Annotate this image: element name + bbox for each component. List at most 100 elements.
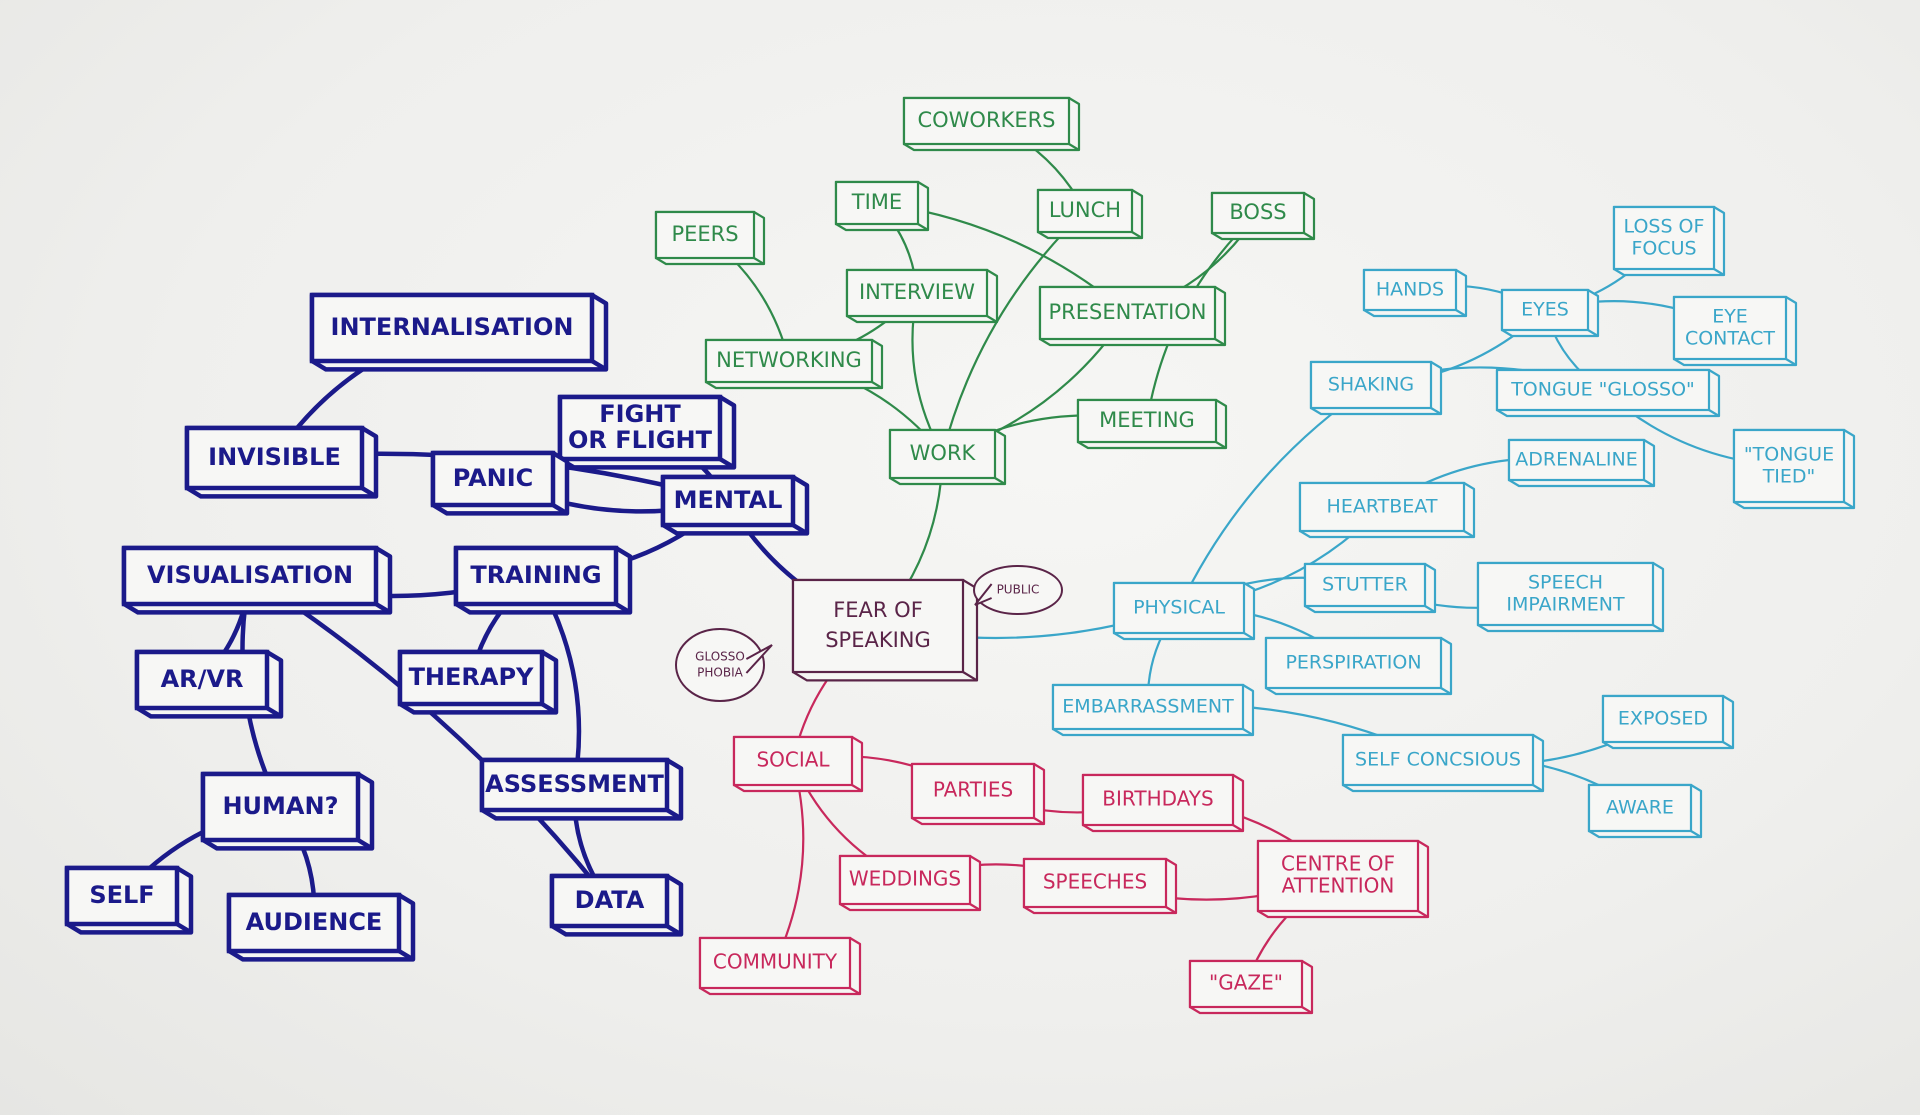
node-aware: AWARE <box>1587 783 1703 839</box>
node-time-label: TIME <box>851 190 902 214</box>
node-speech-impairment-label: IMPAIRMENT <box>1506 594 1625 616</box>
node-human-label: HUMAN? <box>222 792 338 820</box>
node-gaze-label: "GAZE" <box>1209 971 1283 995</box>
node-data: DATA <box>549 873 684 937</box>
node-visualisation-label: VISUALISATION <box>147 561 353 589</box>
node-adrenaline-label: ADRENALINE <box>1515 449 1637 471</box>
node-assessment-label: ASSESSMENT <box>485 770 664 798</box>
bubble-public-label: PUBLIC <box>997 583 1040 597</box>
node-internalisation: INTERNALISATION <box>309 292 609 372</box>
node-speeches-label: SPEECHES <box>1043 870 1147 894</box>
node-boss: BOSS <box>1210 191 1316 241</box>
node-training-label: TRAINING <box>470 561 601 589</box>
node-centre-of-attention-label: CENTRE OF <box>1281 852 1395 876</box>
node-presentation-label: PRESENTATION <box>1048 300 1206 324</box>
node-center-label: SPEAKING <box>825 628 931 652</box>
node-eye-contact-label: CONTACT <box>1685 328 1775 350</box>
node-lunch: LUNCH <box>1036 188 1144 240</box>
node-coworkers: COWORKERS <box>902 96 1081 152</box>
node-shaking-label: SHAKING <box>1328 374 1414 396</box>
node-panic: PANIC <box>430 450 570 516</box>
node-work: WORK <box>888 428 1007 486</box>
node-peers-label: PEERS <box>671 222 738 246</box>
node-invisible: INVISIBLE <box>184 425 379 499</box>
node-stutter-label: STUTTER <box>1322 574 1408 596</box>
node-speeches: SPEECHES <box>1022 857 1178 915</box>
node-stutter: STUTTER <box>1303 562 1437 614</box>
node-boss-label: BOSS <box>1229 200 1286 224</box>
node-embarrassment: EMBARRASSMENT <box>1051 683 1255 737</box>
node-perspiration-label: PERSPIRATION <box>1285 652 1421 674</box>
node-exposed: EXPOSED <box>1601 694 1735 750</box>
node-self-conscious-label: SELF CONCSIOUS <box>1355 749 1521 771</box>
node-internalisation-label: INTERNALISATION <box>331 313 574 341</box>
node-weddings: WEDDINGS <box>838 854 982 912</box>
node-eye-contact-label: EYE <box>1712 306 1748 328</box>
node-tongue-tied-label: "TONGUE <box>1744 444 1834 466</box>
node-panic-label: PANIC <box>453 464 534 492</box>
node-loss-of-focus-label: LOSS OF <box>1624 216 1705 238</box>
node-eyes: EYES <box>1500 288 1600 338</box>
node-therapy: THERAPY <box>397 649 559 715</box>
node-community: COMMUNITY <box>698 936 862 996</box>
node-human: HUMAN? <box>200 771 375 851</box>
node-weddings-label: WEDDINGS <box>849 867 961 891</box>
node-physical-label: PHYSICAL <box>1133 597 1225 619</box>
mind-map-nodes: FEAR OF SPEAKING INTERNALISATION INVISIBLE F… <box>64 96 1856 1015</box>
node-interview-label: INTERVIEW <box>859 280 975 304</box>
node-center-label: FEAR OF <box>833 598 923 622</box>
node-perspiration: PERSPIRATION <box>1264 636 1453 696</box>
bubble-public: PUBLIC <box>973 565 1063 615</box>
node-fight-or-flight-label: OR FLIGHT <box>568 426 713 454</box>
node-gaze: "GAZE" <box>1188 959 1314 1015</box>
node-tongue-glosso-label: TONGUE "GLOSSO" <box>1510 379 1695 401</box>
node-tongue-glosso: TONGUE "GLOSSO" <box>1495 368 1721 418</box>
bubble-glossophobia-label: PHOBIA <box>697 666 743 680</box>
node-shaking: SHAKING <box>1309 360 1443 416</box>
node-coworkers-label: COWORKERS <box>917 108 1055 132</box>
node-training: TRAINING <box>453 545 633 615</box>
node-ar-vr-label: AR/VR <box>161 665 244 693</box>
node-community-label: COMMUNITY <box>713 950 838 974</box>
node-audience-label: AUDIENCE <box>246 908 383 936</box>
node-peers: PEERS <box>654 210 766 266</box>
node-interview: INTERVIEW <box>845 268 999 324</box>
node-networking-label: NETWORKING <box>716 348 862 372</box>
node-self-conscious: SELF CONCSIOUS <box>1341 733 1545 793</box>
node-self-label: SELF <box>89 881 154 909</box>
node-networking: NETWORKING <box>704 338 884 390</box>
node-birthdays-label: BIRTHDAYS <box>1102 787 1213 811</box>
node-parties-label: PARTIES <box>933 778 1013 802</box>
node-embarrassment-label: EMBARRASSMENT <box>1062 696 1234 718</box>
node-fight-or-flight-label: FIGHT <box>599 400 681 428</box>
node-centre-of-attention-label: ATTENTION <box>1282 874 1395 898</box>
node-data-label: DATA <box>575 886 645 914</box>
node-parties: PARTIES <box>910 762 1046 826</box>
node-lunch-label: LUNCH <box>1049 198 1121 222</box>
node-hands: HANDS <box>1362 268 1468 318</box>
node-ar-vr: AR/VR <box>134 649 284 719</box>
node-social: SOCIAL <box>732 735 864 793</box>
node-meeting: MEETING <box>1076 398 1228 450</box>
node-heartbeat: HEARTBEAT <box>1298 481 1476 539</box>
node-eyes-label: EYES <box>1521 299 1569 321</box>
node-birthdays: BIRTHDAYS <box>1081 773 1245 833</box>
node-presentation: PRESENTATION <box>1038 285 1227 347</box>
node-meeting-label: MEETING <box>1099 408 1195 432</box>
bubble-glossophobia: GLOSSO PHOBIA <box>675 628 773 702</box>
node-therapy-label: THERAPY <box>409 663 534 691</box>
node-adrenaline: ADRENALINE <box>1507 438 1656 488</box>
node-tongue-tied-label: TIED" <box>1762 466 1816 488</box>
node-center: FEAR OF SPEAKING <box>791 578 979 682</box>
node-invisible-label: INVISIBLE <box>208 443 341 471</box>
node-time: TIME <box>834 180 930 232</box>
node-social-label: SOCIAL <box>756 748 830 772</box>
bubble-glossophobia-label: GLOSSO <box>695 650 745 664</box>
node-aware-label: AWARE <box>1606 797 1674 819</box>
